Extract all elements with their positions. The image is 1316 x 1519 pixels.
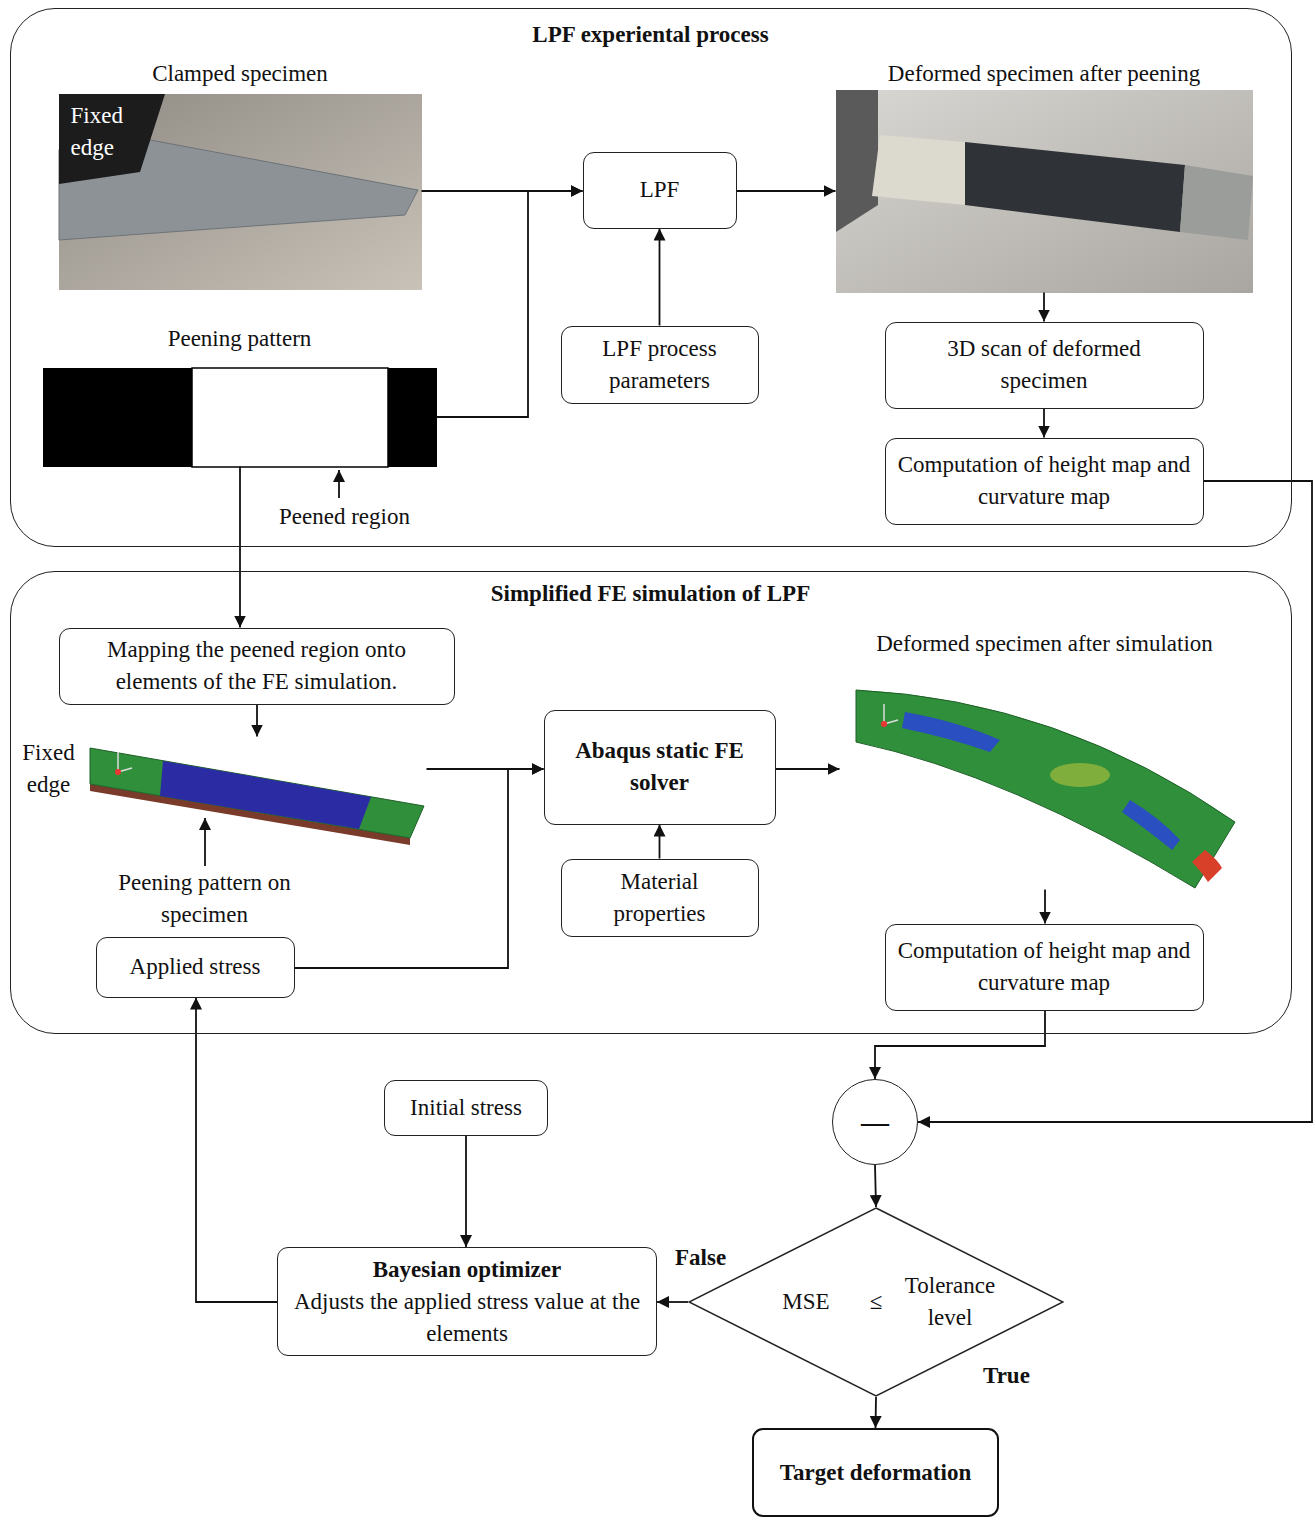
input-box: Applied stress [96,937,295,998]
process-box: Computation of height map and curvature … [885,924,1204,1011]
output-box: Target deformation [752,1428,999,1517]
process-box: 3D scan of deformed specimen [885,322,1204,409]
connector-arrow [1043,293,1045,322]
connector-arrow [659,825,661,859]
fe-model-figure: Fixed edgePeening pattern on specimen [12,737,427,933]
process-box: Computation of height map and curvature … [885,438,1204,525]
node-text: Material properties [585,866,735,930]
stress-contour [1192,850,1222,882]
connector-arrow [1044,890,1046,924]
input-box: LPF process parameters [561,326,759,404]
unpeened-strip [1180,165,1253,240]
node-text: Tolerance level [890,1270,1010,1334]
node-text: ≤ [861,1286,891,1318]
deformed-fe-specimen [856,690,1235,888]
origin [881,721,887,727]
optimizer-box: Bayesian optimizerAdjusts the applied st… [277,1247,657,1356]
process-box: Mapping the peened region onto elements … [59,628,455,705]
figure-caption: Fixed edge [14,737,84,801]
connector-arrow [776,768,840,770]
fe-specimen [90,748,424,838]
callout-label: Peened region [276,501,413,533]
origin [115,769,121,775]
diamond-shape [689,1208,1063,1396]
figure-caption: Deformed specimen after peening [836,58,1253,90]
connector-arrow [1043,409,1045,438]
difference-circle: — [832,1079,918,1165]
node-text: 3D scan of deformed specimen [924,333,1164,397]
unpeened-area [43,368,192,467]
solver-box: Abaqus static FE solver [544,710,776,825]
node-text: Initial stress [410,1092,522,1124]
connector-arrow [657,1301,688,1303]
connector-arrow [659,229,661,326]
leader-arrow [338,470,340,498]
pattern-figure: Peening pattern [43,323,437,467]
unpeened-area [388,368,437,467]
paper-label [872,135,965,205]
peened-strip [965,142,1185,232]
simulation-panel: Mapping the peened region onto elements … [10,571,1292,1034]
specimen-photo: Clamped specimenFixed edge [59,58,422,290]
specimen-photo: Deformed specimen after peening [836,58,1253,293]
edge-label: True [980,1360,1033,1392]
node-text: Bayesian optimizer [373,1254,561,1286]
connector-arrow [875,1397,877,1428]
connector-arrow [465,1136,467,1247]
figure-caption: Deformed specimen after simulation [840,628,1250,660]
connector-arrow [196,998,277,1303]
peened-area [192,368,388,467]
connector-arrow [737,190,836,192]
stress-contour [1050,763,1110,787]
node-text: — [861,1108,889,1136]
node-text: MSE [766,1286,846,1318]
connector-arrow [256,705,258,737]
node-text: Target deformation [780,1457,971,1489]
node-text: Mapping the peened region onto elements … [72,634,442,698]
connector-arrow [295,769,544,968]
axis-triad [115,752,132,775]
input-box: Material properties [561,859,759,937]
node-text: LPF process parameters [575,333,745,397]
connector-arrow [875,1165,876,1207]
panel-title: Simplified FE simulation of LPF [11,578,1290,610]
node-text: Computation of height map and curvature … [894,935,1194,999]
figure-caption: Fixed edge [71,100,143,164]
photo-background [59,94,422,290]
node-text: Computation of height map and curvature … [894,449,1194,513]
figure-caption: Clamped specimen [59,58,422,90]
node-text: Abaqus static FE solver [560,735,760,799]
clamp [836,90,878,232]
peened-elements [160,761,371,829]
figure-caption: Peening pattern [43,323,437,355]
process-box: LPF [583,152,737,229]
clamp-shadow [59,94,165,184]
connector-arrow [875,1011,1045,1080]
connector-arrow [239,467,241,628]
axis-triad [881,704,898,727]
connector-arrow [918,481,1312,1122]
panel-title: LPF experiental process [11,19,1290,51]
stress-contour [1122,800,1180,850]
stress-contour [902,712,1000,752]
process-panel: Clamped specimenFixed edgePeening patter… [10,8,1292,547]
node-text: Adjusts the applied stress value at the … [286,1286,648,1350]
input-box: Initial stress [384,1080,548,1136]
photo-background [836,90,1253,293]
edge-label: False [672,1242,729,1274]
node-text: LPF [640,174,680,206]
figure-caption: Peening pattern on specimen [90,867,320,931]
fe-result-figure: Deformed specimen after simulation [840,628,1250,890]
leader-arrow [204,818,206,866]
node-text: Applied stress [130,951,261,983]
